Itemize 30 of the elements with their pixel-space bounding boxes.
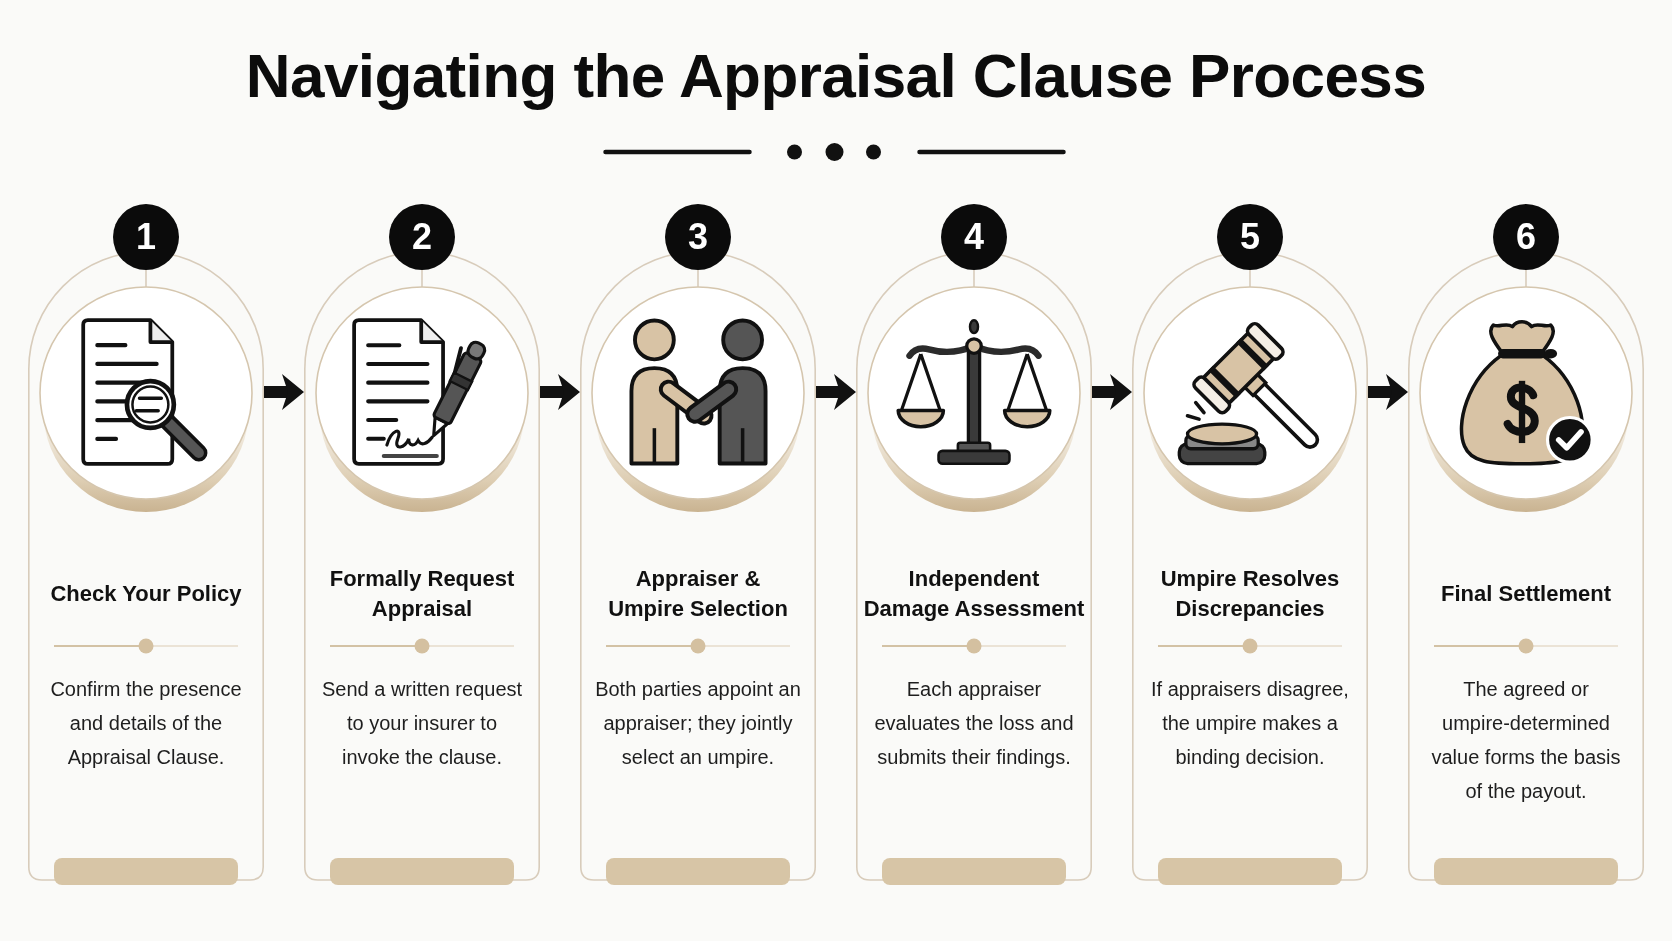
step-card (856, 203, 1092, 886)
step-number: 5 (1217, 204, 1283, 270)
step-description: Both parties appoint an appraiser; they jointly select an umpire. (594, 677, 802, 770)
arrow (1092, 374, 1132, 410)
step-title: Umpire Resolves Discrepancies (1159, 565, 1341, 623)
step-card (304, 203, 540, 886)
step-description: The agreed or umpire-determined value forms the basis of the payout. (1430, 677, 1622, 804)
step-description: Send a written request to your insurer to invoke the clause. (320, 677, 524, 770)
step-title: Appraiser & Umpire Selection (607, 565, 789, 623)
title: Navigating the Appraisal Clause Process (245, 40, 1427, 112)
step-number: 4 (941, 204, 1007, 270)
step-title: Check Your Policy (50, 580, 242, 608)
step-description: Each appraiser evaluates the loss and submits their findings. (873, 677, 1075, 770)
step-description: If appraisers disagree, the umpire makes a binding decision. (1150, 677, 1350, 770)
step-description: Confirm the presence and details of the Appraisal Clause. (49, 677, 243, 770)
step-card (580, 203, 816, 886)
step-title: Final Settlement (1441, 580, 1611, 608)
arrow (264, 374, 304, 410)
step-number: 3 (665, 204, 731, 270)
step-number: 6 (1493, 204, 1559, 270)
step-card (28, 203, 264, 886)
step-card (1132, 203, 1368, 886)
arrow (540, 374, 580, 410)
step-title: Independent Damage Assessment (862, 565, 1086, 623)
step-card (1408, 203, 1644, 886)
step-title: Formally Request Appraisal (328, 565, 516, 623)
arrow (816, 374, 856, 410)
step-number: 2 (389, 204, 455, 270)
arrow (1368, 374, 1408, 410)
step-number: 1 (113, 204, 179, 270)
